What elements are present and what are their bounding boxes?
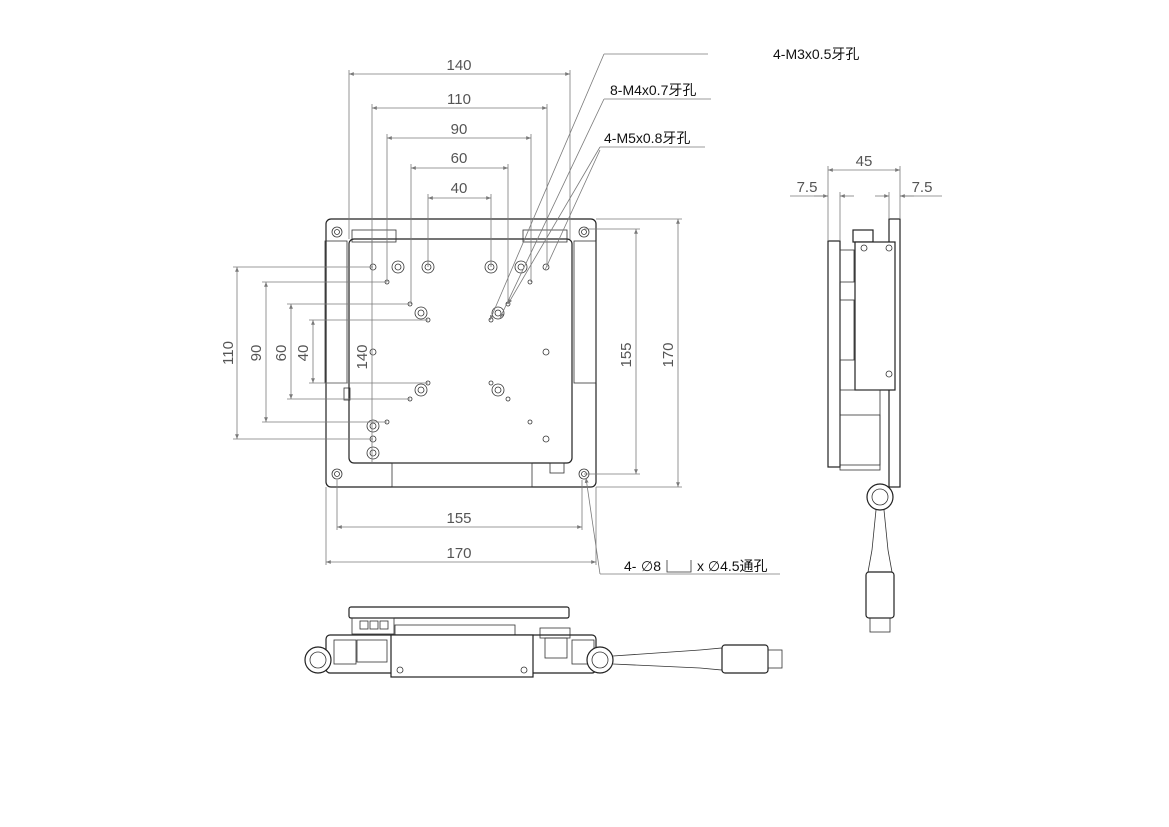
cable-plug-front (721, 644, 769, 674)
callout-leaders (489, 53, 780, 575)
callout-m3: 4-M3x0.5牙孔 (773, 46, 859, 62)
front-view (304, 606, 783, 678)
dims-left (233, 239, 428, 463)
dim-110-top: 110 (447, 91, 471, 108)
dim-155-bottom: 155 (446, 510, 471, 527)
dim-45-side: 45 (856, 153, 873, 170)
dim-140-top: 140 (446, 57, 471, 74)
dim-170-bottom: 170 (446, 545, 471, 562)
drive-housing (391, 462, 533, 488)
dim-170-right: 170 (660, 342, 677, 367)
corner-holes (331, 226, 590, 480)
stage-holes (366, 260, 550, 460)
dims-right (584, 218, 682, 488)
cable-plug-side (865, 571, 895, 619)
dim-155-right: 155 (618, 342, 635, 367)
callout-counterbore: ∅8 (641, 558, 661, 574)
callout-m5: 4-M5x0.8牙孔 (604, 130, 690, 146)
counterbore-symbol (666, 560, 692, 573)
dims-bottom (325, 480, 597, 565)
connector-side (866, 483, 894, 511)
dim-90-top: 90 (451, 121, 468, 138)
side-view (827, 218, 901, 633)
dim-7-5-right: 7.5 (912, 179, 933, 196)
dim-60-left: 60 (273, 345, 290, 362)
callout-m4: 8-M4x0.7牙孔 (610, 82, 696, 98)
top-stage (348, 238, 573, 464)
dim-40-left: 40 (295, 345, 312, 362)
callout-through-suffix: x ∅4.5通孔 (697, 558, 768, 574)
dim-90-left: 90 (248, 345, 265, 362)
dim-7-5-left: 7.5 (797, 179, 818, 196)
dim-110-left: 110 (220, 341, 237, 365)
callout-through-prefix: 4- (624, 558, 637, 574)
dim-40-top: 40 (451, 180, 468, 197)
left-rail (324, 240, 348, 384)
right-rail (573, 240, 597, 384)
top-view (324, 218, 597, 488)
motor-housing-front (390, 634, 534, 678)
connector-right (586, 646, 614, 674)
side-dims (790, 166, 942, 241)
dim-140-vertical: 140 (354, 344, 371, 369)
motor-housing-side (854, 241, 896, 391)
dim-60-top: 60 (451, 150, 468, 167)
connector-left (304, 646, 332, 674)
